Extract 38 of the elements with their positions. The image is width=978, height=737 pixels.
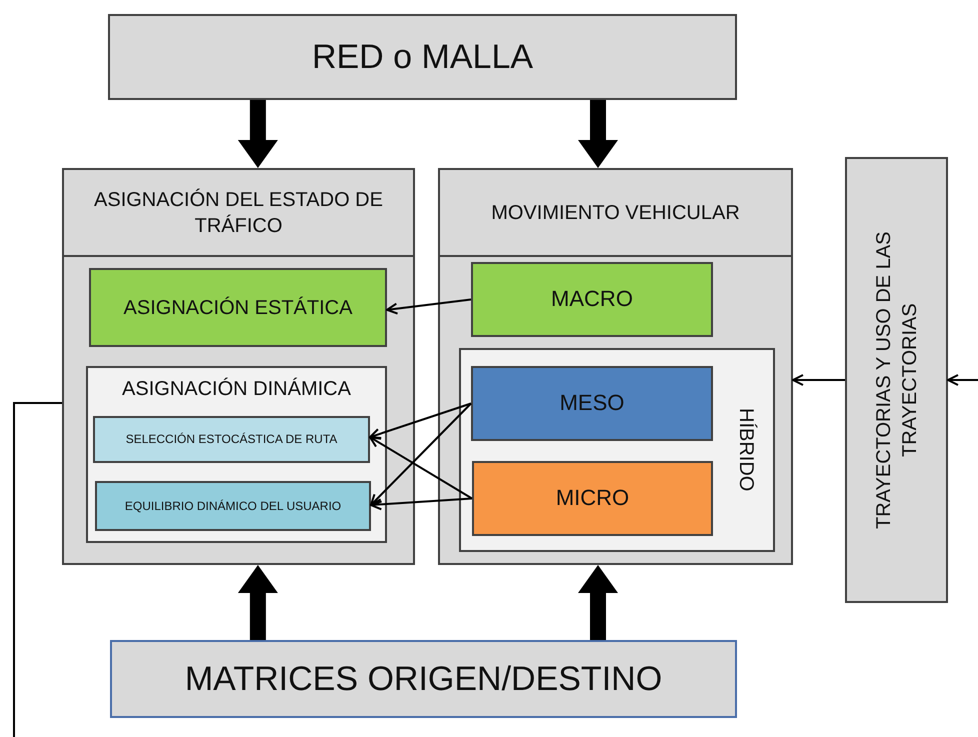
group-panel — [438, 168, 793, 565]
box-label: MATRICES ORIGEN/DESTINO — [184, 658, 664, 700]
panel-heading: MOVIMIENTO VEHICULAR — [440, 170, 791, 257]
process-box — [471, 262, 713, 337]
process-box — [110, 640, 737, 718]
process-box — [471, 366, 713, 441]
arrow — [792, 374, 845, 386]
box-label: MESO — [558, 390, 626, 417]
vertical-label: HÍBRIDO — [734, 408, 758, 492]
box-label: MICRO — [554, 485, 630, 512]
arrow — [370, 402, 472, 506]
box-label: SELECCIÓN ESTOCÁSTICA DE RUTA — [124, 432, 338, 447]
block-arrow — [238, 100, 278, 168]
process-box — [89, 268, 387, 347]
box-label: RED o MALLA — [310, 36, 534, 78]
box-label: EQUILIBRIO DINÁMICO DEL USUARIO — [124, 498, 342, 514]
box-label: MACRO — [550, 286, 634, 313]
process-box — [93, 416, 370, 463]
subgroup-panel — [86, 366, 387, 543]
block-arrow — [578, 100, 618, 168]
box-label: ASIGNACIÓN ESTÁTICA — [122, 296, 354, 320]
subgroup-panel — [459, 348, 775, 552]
arrow — [369, 436, 473, 500]
arrow — [370, 498, 472, 510]
panel-heading: ASIGNACIÓN DEL ESTADO DE TRÁFICO — [64, 170, 413, 257]
arrow — [386, 298, 472, 315]
panel-heading: ASIGNACIÓN DINÁMICA — [122, 376, 351, 401]
group-panel — [62, 168, 415, 565]
block-arrow — [238, 565, 278, 640]
arrow — [947, 374, 978, 386]
block-arrow — [578, 565, 618, 640]
arrow — [369, 402, 472, 440]
connector-line — [13, 402, 62, 737]
process-box — [95, 481, 371, 531]
process-box — [845, 157, 948, 603]
process-box — [108, 14, 737, 100]
process-box — [472, 461, 713, 536]
vertical-label: TRAYECTORIAS Y USO DE LAS TRAYECTORIAS — [872, 230, 922, 531]
